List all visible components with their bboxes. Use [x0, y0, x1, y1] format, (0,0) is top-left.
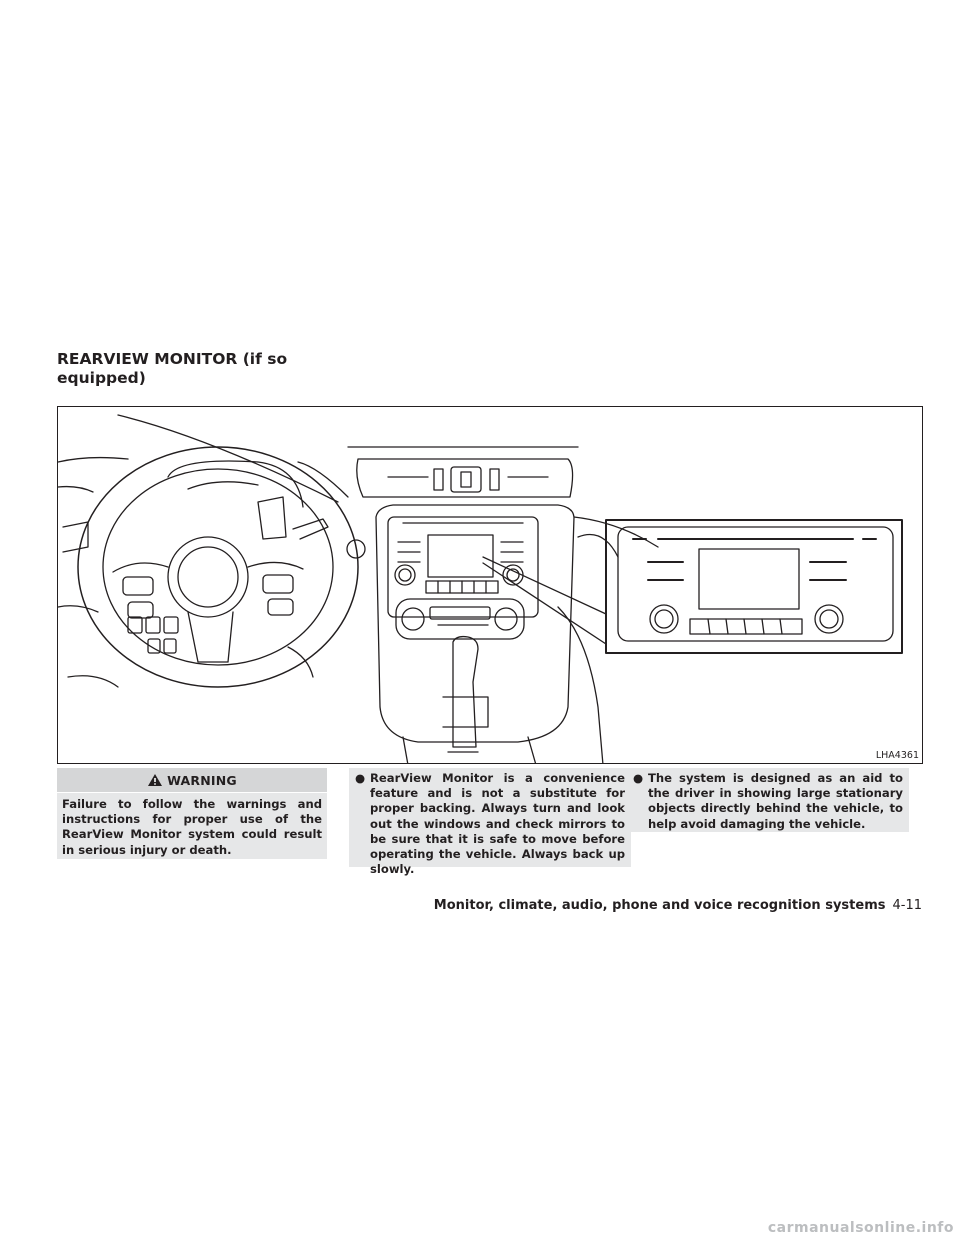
section-title: REARVIEW MONITOR (if so equipped) — [57, 350, 288, 387]
bullet-text: RearView Monitor is a convenience featur… — [370, 771, 625, 877]
page-number: 4-11 — [892, 898, 922, 913]
page-footer: Monitor, climate, audio, phone and voice… — [434, 898, 922, 913]
bullet-item-convenience: ● RearView Monitor is a convenience feat… — [349, 768, 631, 877]
bullet-marker: ● — [355, 771, 366, 785]
footer-chapter: Monitor, climate, audio, phone and voice… — [433, 898, 886, 913]
warning-triangle-icon — [148, 774, 163, 786]
bullet-text: The system is designed as an aid to the … — [648, 771, 903, 831]
figure-code: LHA4361 — [875, 750, 919, 761]
warning-text: Failure to follow the warnings and instr… — [57, 793, 327, 859]
warning-heading: WARNING — [57, 768, 327, 792]
dashboard-line-drawing — [58, 414, 903, 763]
watermark: carmanualsonline.info — [767, 1220, 954, 1236]
bullet-item-aid: ● The system is designed as an aid to th… — [627, 768, 909, 832]
warning-heading-label: WARNING — [167, 772, 237, 788]
bullet-marker: ● — [633, 771, 644, 785]
dashboard-illustration: LHA4361 — [57, 406, 923, 764]
